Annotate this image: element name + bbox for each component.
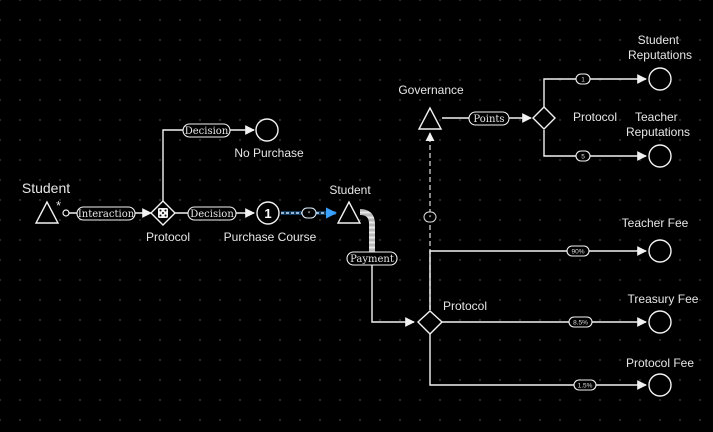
edge-decision-purchase[interactable]: Decision (174, 206, 255, 221)
node-no-purchase[interactable]: No Purchase (234, 118, 304, 160)
node-student-source-mark: * (56, 198, 61, 213)
edge-points[interactable]: Points (442, 111, 532, 126)
node-purchase-course-label: Purchase Course (224, 230, 317, 244)
edge-interaction-label: Interaction (78, 209, 135, 220)
node-protocol-reputation[interactable]: Protocol (532, 106, 617, 130)
pool-circle-icon (255, 118, 279, 142)
edge-decision-purchase-label: Decision (190, 209, 234, 220)
edge-purchase-flow-label: * (308, 211, 311, 218)
edge-teacher-rep[interactable]: 5 (543, 130, 647, 162)
node-student-converter-label: Student (329, 183, 371, 197)
edge-payment[interactable]: Payment (346, 209, 415, 327)
converter-triangle-icon (336, 200, 362, 224)
edge-payment-label: Payment (350, 254, 394, 265)
node-student-reputations-line-2: Reputations (628, 48, 692, 62)
node-treasury-fee-label: Treasury Fee (628, 292, 699, 306)
node-protocol-fee-split[interactable]: Protocol (416, 299, 487, 335)
edge-decision-no-purchase-label: Decision (185, 126, 229, 137)
edge-student-rep-label: 1 (581, 77, 585, 84)
edge-teacher-fee-label: 90% (571, 249, 584, 256)
node-student-converter[interactable]: Student (329, 183, 371, 224)
node-protocol-decision[interactable]: Protocol (146, 200, 190, 244)
edge-treasury-fee-label: 8.5% (573, 320, 588, 327)
edge-treasury-fee[interactable]: 8.5% (442, 316, 647, 328)
edge-teacher-rep-label: 5 (581, 154, 585, 161)
node-teacher-reputations-line-2: Reputations (626, 125, 690, 139)
node-student-source-label: Student (22, 180, 70, 196)
converter-triangle-icon (417, 106, 443, 130)
node-governance[interactable]: Governance (398, 83, 464, 130)
node-teacher-reputations-line-1: Teacher (635, 110, 678, 124)
node-teacher-reputations[interactable]: Teacher Reputations (626, 110, 690, 168)
edge-interaction[interactable]: Interaction (62, 206, 152, 221)
node-purchase-course-count: 1 (264, 206, 271, 221)
node-treasury-fee[interactable]: Treasury Fee (628, 292, 699, 334)
edge-points-label: Points (473, 114, 504, 125)
node-student-source[interactable]: * Student (22, 180, 70, 224)
pool-circle-icon (648, 310, 672, 334)
node-teacher-fee[interactable]: Teacher Fee (622, 216, 689, 263)
edge-protocol-fee[interactable]: 1.5% (429, 334, 647, 391)
node-student-reputations-line-1: Student (638, 33, 680, 47)
edge-governance[interactable]: * (423, 132, 437, 310)
node-no-purchase-label: No Purchase (234, 146, 304, 160)
node-protocol-decision-label: Protocol (146, 230, 190, 244)
node-teacher-reputations-label: Teacher Reputations (626, 110, 690, 139)
node-protocol-reputation-label: Protocol (573, 110, 617, 124)
node-student-reputations[interactable]: Student Reputations (628, 33, 692, 91)
pool-circle-icon (648, 239, 672, 263)
node-protocol-fee-split-label: Protocol (443, 299, 487, 313)
node-student-reputations-label: Student Reputations (628, 33, 692, 62)
edge-protocol-fee-label: 1.5% (578, 383, 593, 390)
pool-circle-icon (256, 201, 280, 225)
source-triangle-icon (34, 200, 60, 224)
node-protocol-fee-label: Protocol Fee (626, 356, 694, 370)
gate-diamond-icon (532, 106, 556, 130)
pool-circle-icon (648, 373, 672, 397)
node-protocol-fee[interactable]: Protocol Fee (626, 356, 694, 397)
node-purchase-course[interactable]: 1 Purchase Course (224, 201, 317, 244)
edge-student-rep[interactable]: 1 (543, 73, 647, 107)
edge-governance-label: * (429, 215, 432, 222)
edge-purchase-flow[interactable]: * (281, 207, 338, 219)
pool-circle-icon (648, 144, 672, 168)
node-teacher-fee-label: Teacher Fee (622, 216, 689, 230)
edge-teacher-fee[interactable]: 90% (429, 245, 647, 310)
edge-decision-no-purchase[interactable]: Decision (162, 123, 255, 202)
node-governance-label: Governance (398, 83, 464, 97)
pool-circle-icon (648, 67, 672, 91)
gate-diamond-icon (416, 310, 444, 335)
